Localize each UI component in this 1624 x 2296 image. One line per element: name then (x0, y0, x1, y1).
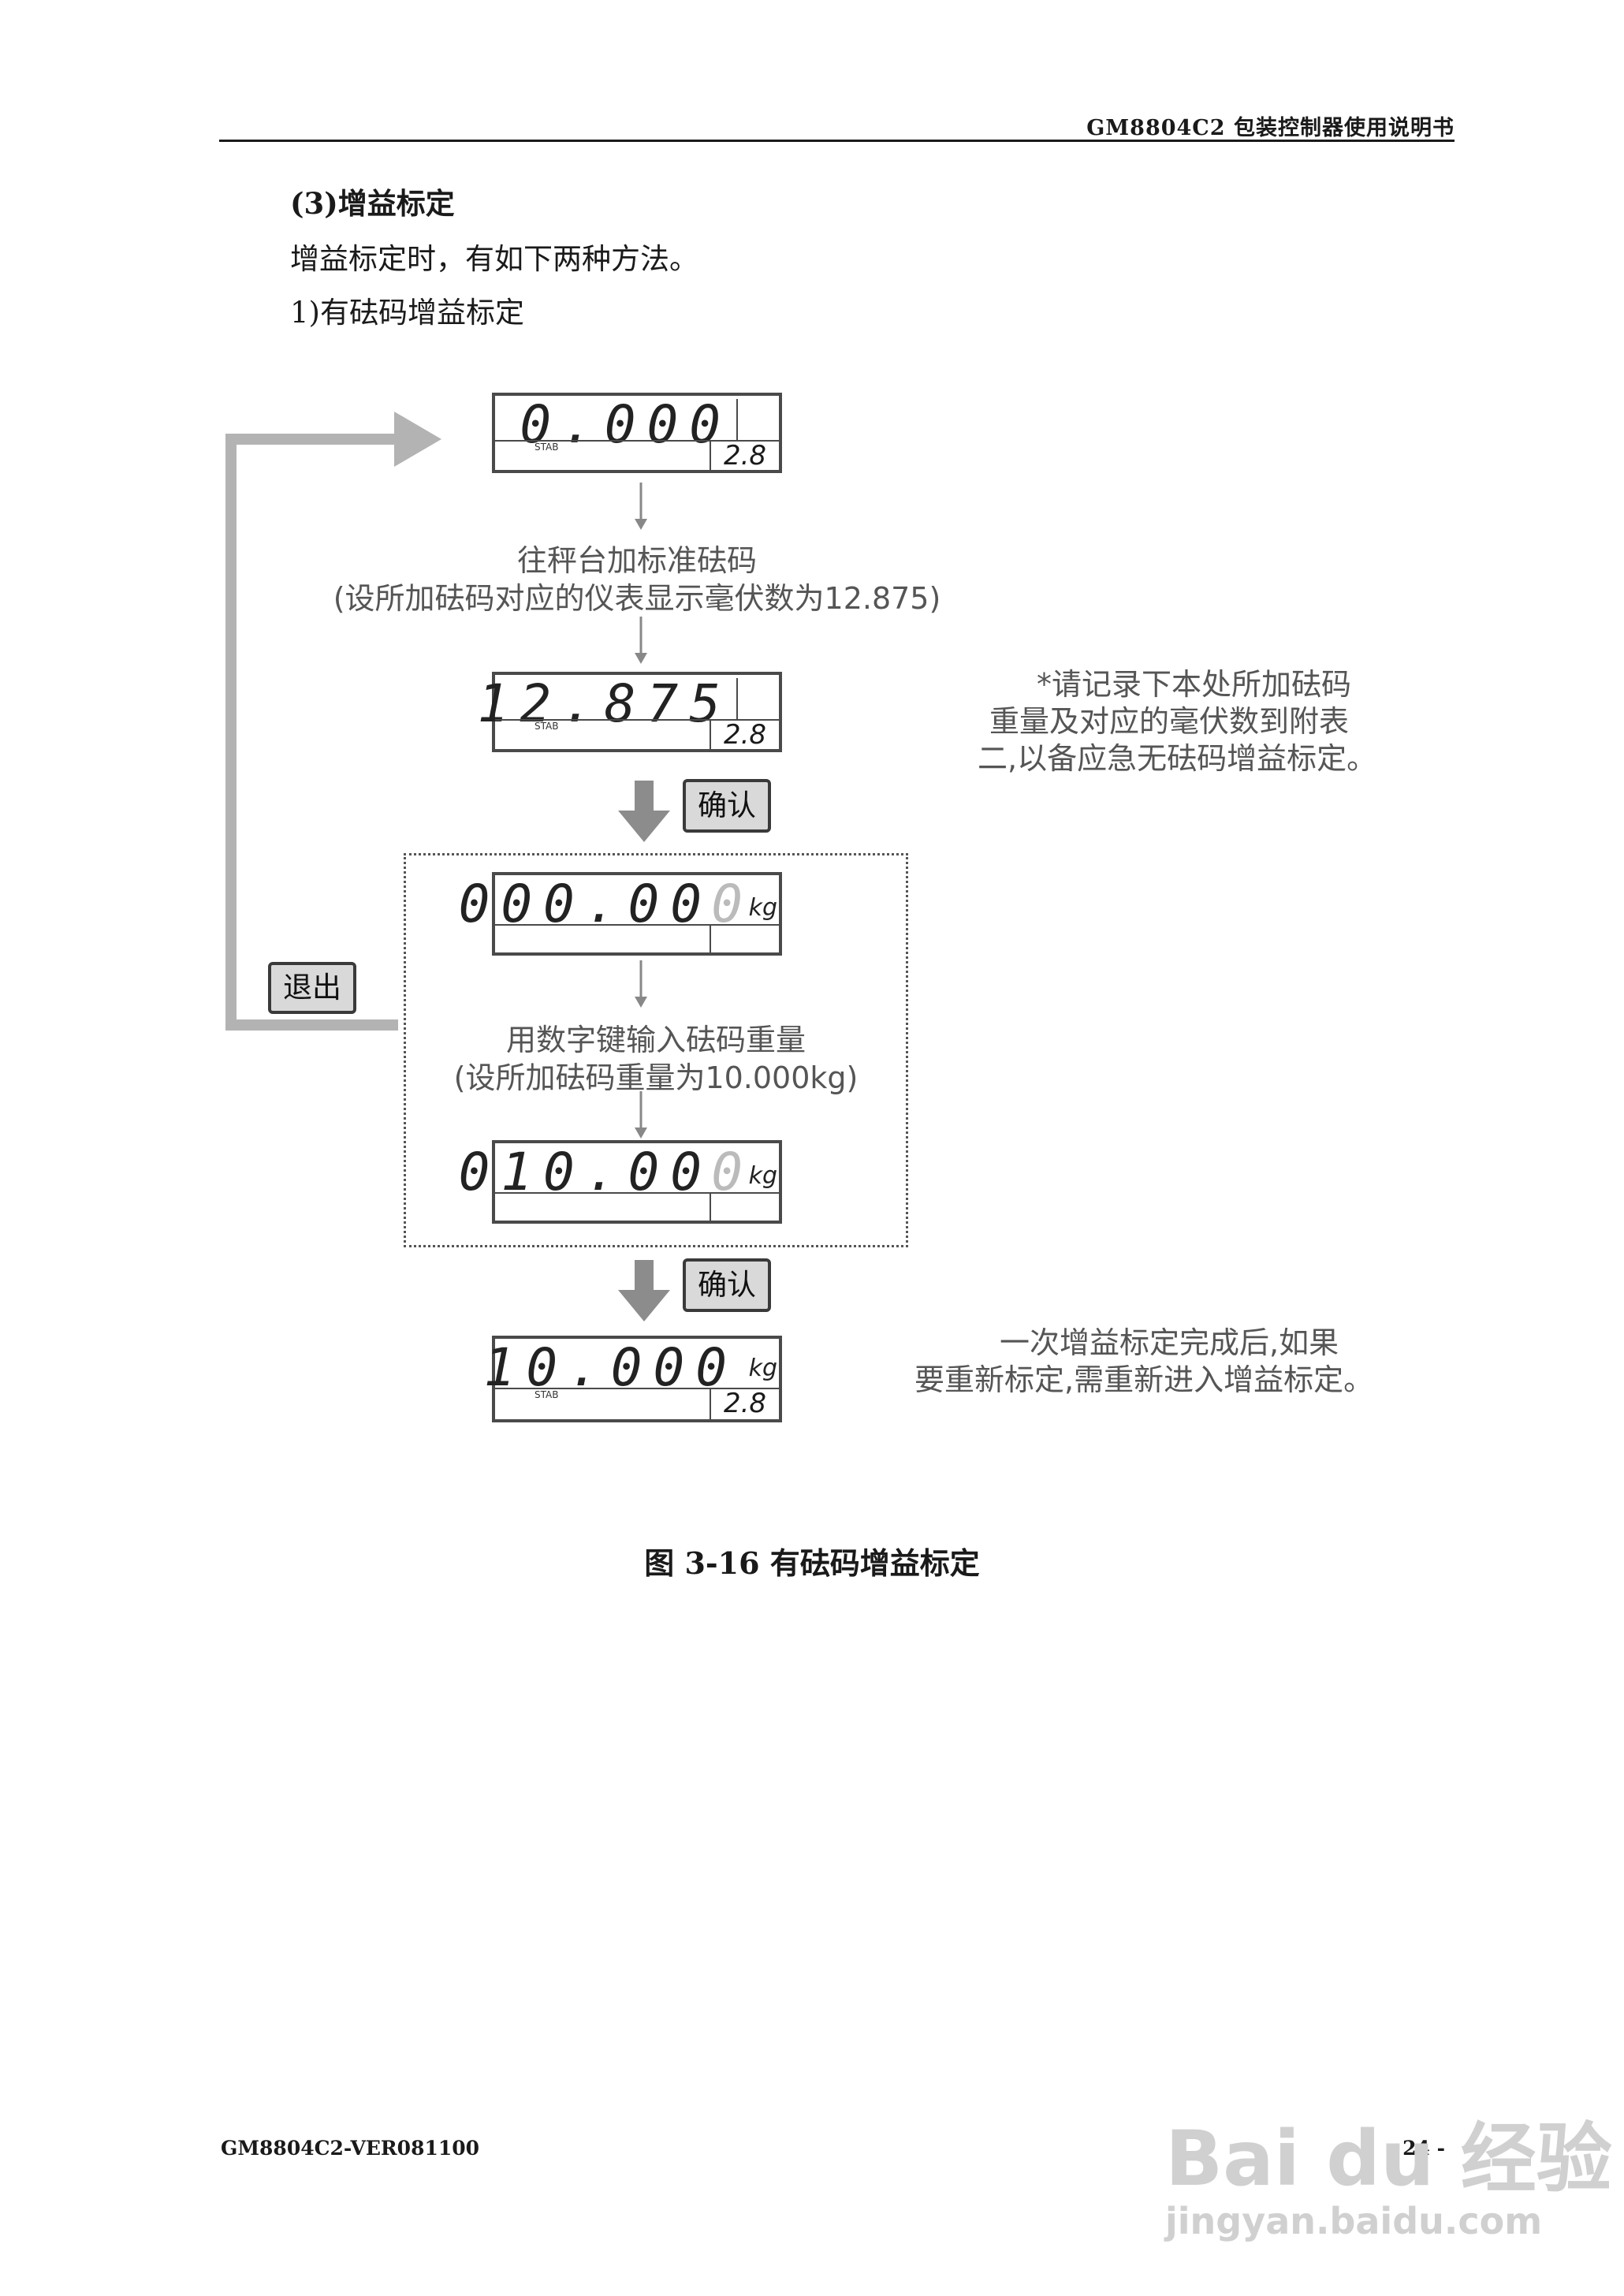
confirm-key: 确认 (683, 1258, 771, 1312)
display-divider (495, 1388, 779, 1389)
blinking-digit: 0 (711, 874, 743, 934)
unit-label: kg (748, 1355, 777, 1382)
stab-label: STAB (535, 721, 559, 732)
digit-divider (710, 1192, 711, 1224)
note-record-line1: *请记录下本处所加砝码 (1037, 667, 1352, 702)
display-digits: 010.00 (458, 1142, 713, 1202)
display-calibrated: 10.000 kg STAB 2.8 (484, 1336, 782, 1422)
display-zero: 0.000 STAB 2.8 (492, 393, 782, 473)
note-record-line2: 重量及对应的毫伏数到附表 (989, 704, 1350, 739)
exit-key: 退出 (268, 962, 356, 1014)
note-recalibrate-line2: 要重新标定,需重新进入增益标定。 (914, 1362, 1374, 1397)
display-divider (495, 440, 779, 442)
unit-label: kg (748, 894, 777, 922)
display-sub-value: 2.8 (710, 1388, 779, 1419)
down-arrow-thin (635, 960, 647, 1008)
digit-divider (736, 399, 738, 440)
page-number: - 24 - (1387, 2137, 1445, 2160)
figure-caption: 图 3-16 有砝码增益标定 (644, 1545, 980, 1581)
method-title: 1)有砝码增益标定 (290, 296, 524, 330)
step-enter-weight: 用数字键输入砝码重量 (505, 1023, 806, 1057)
display-divider (495, 719, 779, 721)
display-weight-entered: 010.00 0 kg (459, 1140, 782, 1224)
stab-label: STAB (535, 1389, 559, 1400)
down-arrow-thin (635, 1091, 647, 1139)
step-add-weight: 往秤台加标准砝码 (516, 543, 757, 578)
display-sub-value: 2.8 (710, 440, 779, 472)
section-title: (3)增益标定 (290, 186, 455, 221)
baidu-watermark-url: jingyan.baidu.com (1165, 2200, 1543, 2242)
digit-divider (736, 678, 738, 719)
down-arrow-thin (635, 617, 647, 664)
header-rule (219, 140, 1455, 142)
stab-label: STAB (535, 442, 559, 453)
step-add-weight-note: (设所加砝码对应的仪表显示毫伏数为12.875) (333, 581, 941, 616)
step-enter-weight-note: (设所加砝码重量为10.000kg) (453, 1060, 859, 1095)
baidu-watermark-logo: Bai du 经验 (1165, 2115, 1612, 2203)
down-arrow-thin (635, 483, 647, 530)
note-record-line3: 二,以备应急无砝码增益标定。 (978, 741, 1377, 776)
display-divider (495, 924, 779, 926)
display-digits: 10.000 (483, 1337, 738, 1398)
display-weight-entry: 000.00 0 kg (459, 872, 782, 956)
display-digits: 000.00 (458, 874, 713, 934)
note-recalibrate-line1: 一次增益标定完成后,如果 (1000, 1325, 1339, 1360)
intro-text: 增益标定时，有如下两种方法。 (290, 242, 698, 276)
header-title: GM8804C2 包装控制器使用说明书 (1086, 116, 1455, 140)
display-divider (495, 1192, 779, 1194)
display-sub-value: 2.8 (710, 719, 779, 751)
confirm-key: 确认 (683, 779, 771, 833)
unit-label: kg (748, 1162, 777, 1190)
display-digits: 12.875 (477, 673, 732, 734)
blinking-digit: 0 (711, 1142, 743, 1202)
down-arrow-bold (618, 1260, 670, 1321)
display-digits: 0.000 (520, 394, 732, 455)
loop-back-arrow (225, 412, 441, 1031)
input-region (404, 853, 908, 1247)
footer-version: GM8804C2-VER081100 (221, 2137, 480, 2160)
digit-divider (710, 924, 711, 956)
display-millivolt: 12.875 STAB 2.8 (478, 672, 782, 752)
down-arrow-bold (618, 781, 670, 842)
